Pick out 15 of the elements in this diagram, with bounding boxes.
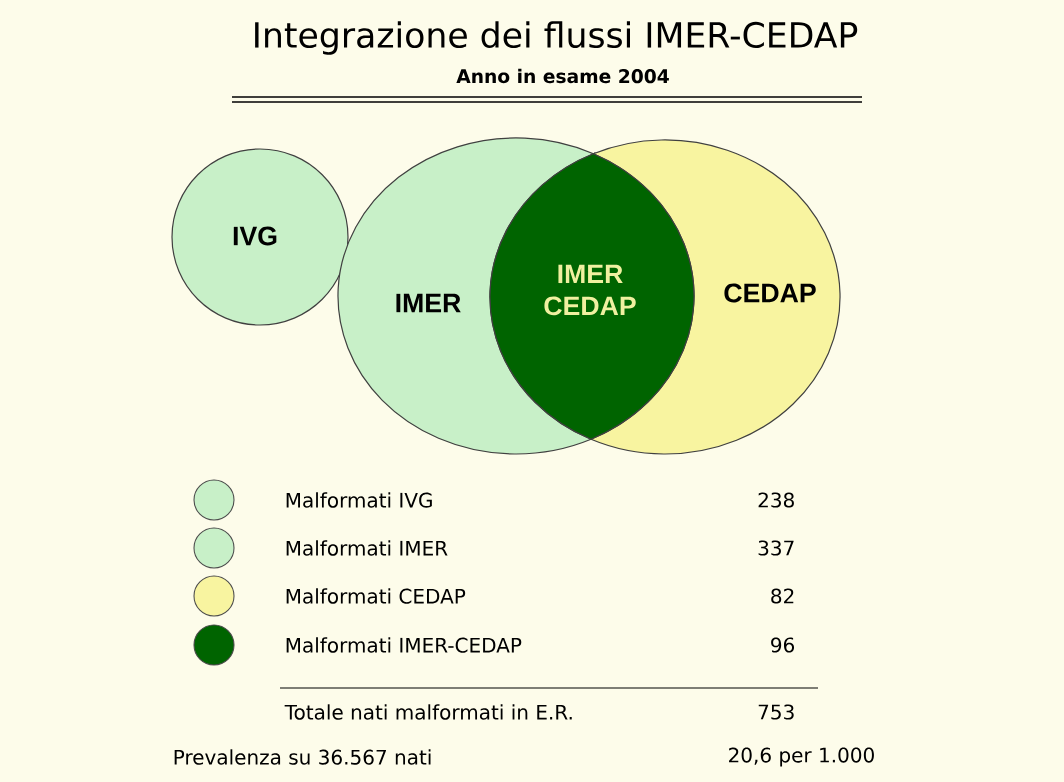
prevalence-text: Prevalenza su 36.567 nati	[174, 749, 431, 765]
subtitle: Anno in esame 2004	[456, 68, 669, 84]
title: Integrazione dei flussi IMER-CEDAP	[255, 21, 858, 55]
legend-text: Malformati IMER-CEDAP	[286, 637, 522, 653]
value-text: 96	[771, 637, 795, 653]
venn-overlap: IMER CEDAP	[489, 153, 695, 440]
value-text: 238	[758, 492, 794, 508]
value-text: 20,6 per 1.000	[729, 747, 874, 767]
legend-text: Malformati IMER	[286, 540, 448, 556]
value-text: 337	[758, 540, 794, 556]
legend-text: Malformati CEDAP	[286, 588, 466, 604]
total-text: Totale nati malformati in E.R.	[284, 704, 572, 720]
legend-text: Malformati IVG	[286, 492, 432, 508]
value-text: 753	[758, 704, 794, 720]
value-text: 82	[771, 588, 794, 604]
